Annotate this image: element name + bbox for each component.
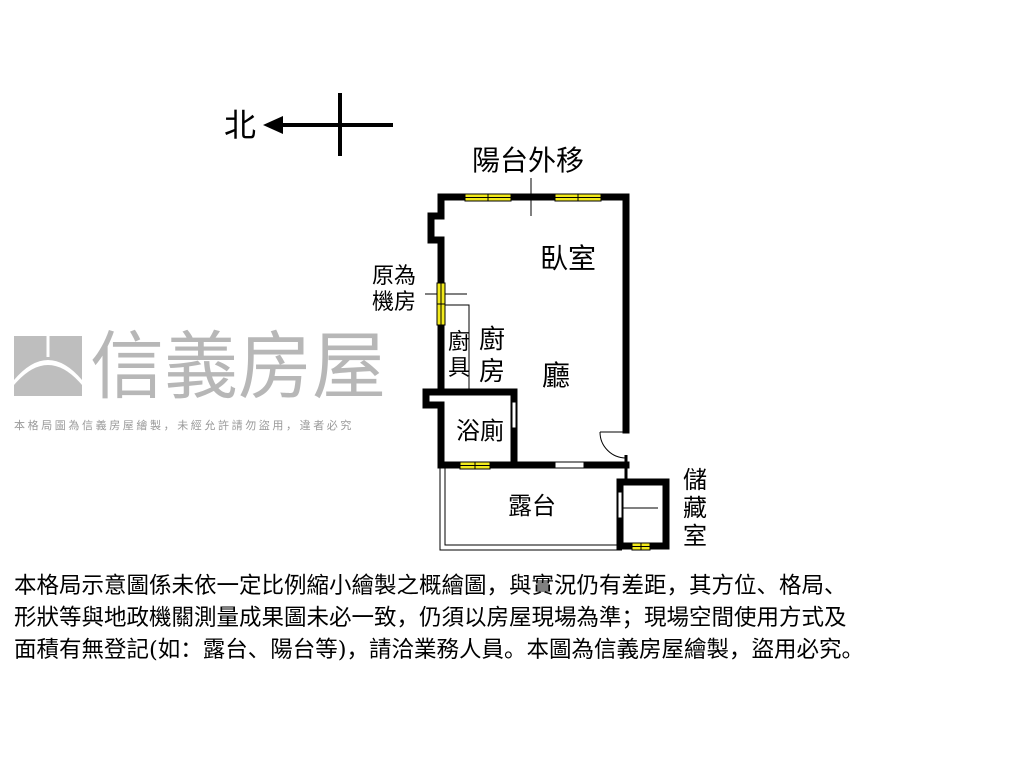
label-line: 廚	[479, 325, 506, 355]
kitchen-counter	[441, 304, 470, 392]
label-line: 機房	[372, 290, 417, 315]
north-arrow-icon	[263, 93, 393, 156]
disclaimer-line: 形狀等與地政機關測量成果圖未必一致，仍須以房屋現場為準；現場空間使用方式及	[14, 605, 847, 631]
living-room-label: 廳	[542, 359, 571, 392]
former-machine-room-label: 原為 機房	[372, 264, 416, 316]
balcony-moved-label: 陽台外移	[472, 144, 585, 177]
disclaimer-line: 面積有無登記(如：露台、陽台等)，請洽業務人員。本圖為信義房屋繪製，盜用必究。	[14, 637, 865, 663]
door-swing	[599, 431, 627, 459]
label-line: 室	[683, 522, 707, 550]
terrace-railing	[439, 465, 622, 551]
watermark-logo-icon	[14, 336, 82, 396]
north-label: 北	[224, 106, 257, 144]
watermark-notice: 本格局圖為信義房屋繪製，未經允許請勿盜用，違者必究	[14, 419, 354, 432]
label-line: 原為	[372, 264, 417, 289]
storage-label: 儲 藏 室	[683, 466, 707, 550]
bedroom-label: 臥室	[540, 242, 597, 275]
bathroom-label: 浴廁	[456, 417, 504, 445]
kitchen-label: 廚 房	[479, 324, 505, 388]
windows	[436, 193, 651, 551]
disclaimer-line: 本格局示意圖係未依一定比例縮小繪製之概繪圖，與實況仍有差距，其方位、格局、	[14, 573, 847, 599]
label-line: 具	[448, 356, 471, 381]
disclaimer: 本格局示意圖係未依一定比例縮小繪製之概繪圖，與實況仍有差距，其方位、格局、 形狀…	[14, 570, 1014, 666]
label-line: 廚	[448, 330, 471, 355]
kitchen-cabinet-label: 廚 具	[448, 330, 470, 382]
label-line: 房	[479, 357, 506, 387]
label-line: 藏	[683, 494, 707, 522]
watermark-brand: 信義房屋	[90, 324, 386, 410]
label-line: 儲	[683, 466, 707, 494]
terrace-label: 露台	[508, 492, 556, 520]
